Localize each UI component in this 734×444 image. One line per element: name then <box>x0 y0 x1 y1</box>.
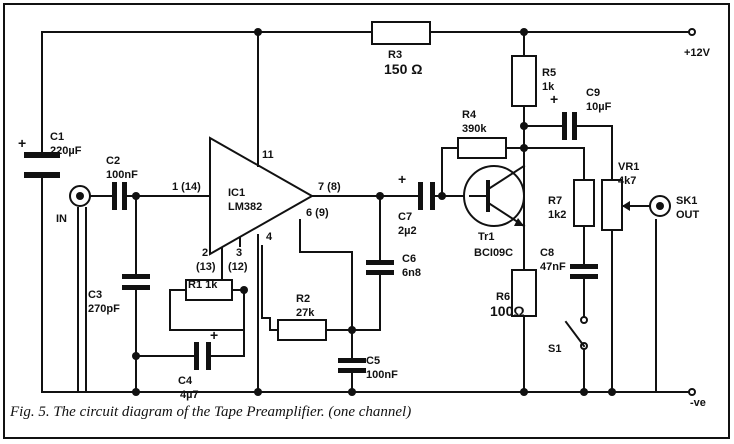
sk1-out: OUT <box>676 209 700 221</box>
pin1-label: 1 (14) <box>172 181 201 193</box>
tr1-name: Tr1 <box>478 231 495 243</box>
pin11-label: 11 <box>262 149 274 161</box>
tr1-part: BCI09C <box>474 247 513 259</box>
c3-value: 270pF <box>88 303 120 315</box>
c8-name: C8 <box>540 247 554 259</box>
pin3-label: 3 <box>236 247 242 259</box>
c6-name: C6 <box>402 253 416 265</box>
r5-value: 1k <box>542 81 555 93</box>
c3-name: C3 <box>88 289 102 301</box>
r6-name: R6 <box>496 291 510 303</box>
s1-label: S1 <box>548 343 561 355</box>
s1-switch-icon <box>564 316 588 350</box>
r3-resistor <box>371 21 431 45</box>
svg-text:+: + <box>398 171 406 187</box>
labels: C1 220µF C2 100nF IN C3 270pF 1 (14) IC1… <box>50 47 711 409</box>
r1-resistor <box>185 279 233 301</box>
figure-caption: Fig. 5. The circuit diagram of the Tape … <box>9 404 411 420</box>
c5-value: 100nF <box>366 369 398 381</box>
svg-text:+: + <box>18 135 26 151</box>
c1-value: 220µF <box>50 145 82 157</box>
c1-capacitor: + <box>18 135 60 178</box>
c8-capacitor <box>570 264 598 279</box>
c8-value: 47nF <box>540 261 566 273</box>
c1-name: C1 <box>50 131 64 143</box>
c2-capacitor <box>112 182 127 210</box>
sk1-name: SK1 <box>676 195 697 207</box>
r3-value: 150 Ω <box>384 61 422 77</box>
pin2-label: 2 <box>202 247 208 259</box>
svg-text:+: + <box>210 327 218 343</box>
c3-capacitor <box>122 274 150 290</box>
r7-name: R7 <box>548 195 562 207</box>
r4-name: R4 <box>462 109 477 121</box>
pin7-label: 7 (8) <box>318 181 341 193</box>
in-label: IN <box>56 213 67 225</box>
c4-name: C4 <box>178 375 193 387</box>
c6-capacitor <box>366 260 394 275</box>
pin6-label: 6 (9) <box>306 207 329 219</box>
c7-value: 2µ2 <box>398 225 417 237</box>
svg-text:+: + <box>550 91 558 107</box>
r5-resistor <box>511 55 537 107</box>
pin12-label: (12) <box>228 261 248 273</box>
c9-value: 10µF <box>586 101 612 113</box>
minus-ve-label: -ve <box>690 397 706 409</box>
r2-resistor <box>277 319 327 341</box>
c9-name: C9 <box>586 87 600 99</box>
c4-value: 4µ7 <box>180 389 199 401</box>
r3-name: R3 <box>388 49 402 61</box>
rail-terminals <box>688 28 696 396</box>
r2-value: 27k <box>296 307 315 319</box>
c2-value: 100nF <box>106 169 138 181</box>
ic1-part: LM382 <box>228 201 262 213</box>
r4-value: 390k <box>462 123 487 135</box>
c5-capacitor <box>338 358 366 373</box>
plus-12v-label: +12V <box>684 47 711 59</box>
c4-capacitor: + <box>194 327 218 370</box>
output-jack-icon <box>649 195 671 217</box>
frame <box>3 3 730 439</box>
r6-value: 100Ω <box>490 303 525 319</box>
pin13-label: (13) <box>196 261 216 273</box>
c7-capacitor: + <box>398 171 435 210</box>
vr1-potentiometer <box>601 179 633 231</box>
r1-label: R1 1k <box>188 279 218 291</box>
c9-capacitor: + <box>550 91 577 140</box>
r5-name: R5 <box>542 67 556 79</box>
c7-name: C7 <box>398 211 412 223</box>
wires <box>41 31 691 393</box>
r2-name: R2 <box>296 293 310 305</box>
input-jack-icon <box>69 185 93 207</box>
c5-name: C5 <box>366 355 380 367</box>
r6-resistor <box>511 269 537 317</box>
r4-resistor <box>457 137 507 159</box>
vr1-value: 4k7 <box>618 175 636 187</box>
ic1-amplifier <box>209 136 315 256</box>
junction-dots <box>132 28 616 396</box>
ic1-name: IC1 <box>228 187 245 199</box>
c6-value: 6n8 <box>402 267 421 279</box>
pin4-label: 4 <box>266 231 273 243</box>
c2-name: C2 <box>106 155 120 167</box>
vr1-name: VR1 <box>618 161 639 173</box>
r7-resistor <box>573 179 595 227</box>
tr1-transistor <box>463 164 526 228</box>
r7-value: 1k2 <box>548 209 566 221</box>
